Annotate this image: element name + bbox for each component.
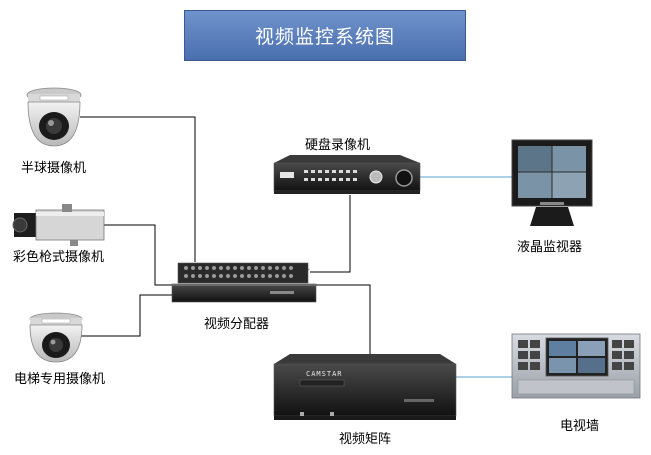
line-distributor-to-dvr — [310, 195, 351, 273]
lcd-monitor-icon — [511, 139, 593, 226]
label-dvr: 硬盘录像机 — [305, 138, 371, 153]
line-bullet-to-distributor — [102, 224, 178, 286]
tv-wall-icon — [511, 333, 641, 399]
label-video-matrix: 视频矩阵 — [339, 432, 392, 447]
matrix-brand-text: CAMSTAR — [306, 370, 343, 378]
dvr-icon — [273, 155, 421, 194]
connection-lines — [80, 116, 371, 358]
label-elevator-camera: 电梯专用摄像机 — [14, 372, 106, 387]
label-color-bullet-camera: 彩色枪式摄像机 — [13, 250, 105, 265]
diagram-title: 视频监控系统图 — [184, 10, 466, 61]
diagram-title-text: 视频监控系统图 — [254, 26, 395, 48]
video-matrix-icon — [273, 354, 457, 420]
label-video-distributor: 视频分配器 — [204, 317, 270, 332]
label-tv-wall: 电视墙 — [560, 419, 600, 434]
line-distributor-to-matrix — [314, 284, 371, 358]
line-elevator-to-distributor — [80, 294, 178, 337]
output-lines — [420, 176, 512, 378]
elevator-camera-icon — [29, 312, 83, 363]
video-distributor-icon — [171, 262, 317, 303]
dome-camera-icon — [26, 87, 82, 147]
line-dome-to-distributor — [80, 116, 196, 262]
bullet-camera-icon — [12, 204, 105, 246]
label-dome-camera: 半球摄像机 — [21, 161, 87, 176]
label-lcd-monitor: 液晶监视器 — [517, 240, 583, 255]
